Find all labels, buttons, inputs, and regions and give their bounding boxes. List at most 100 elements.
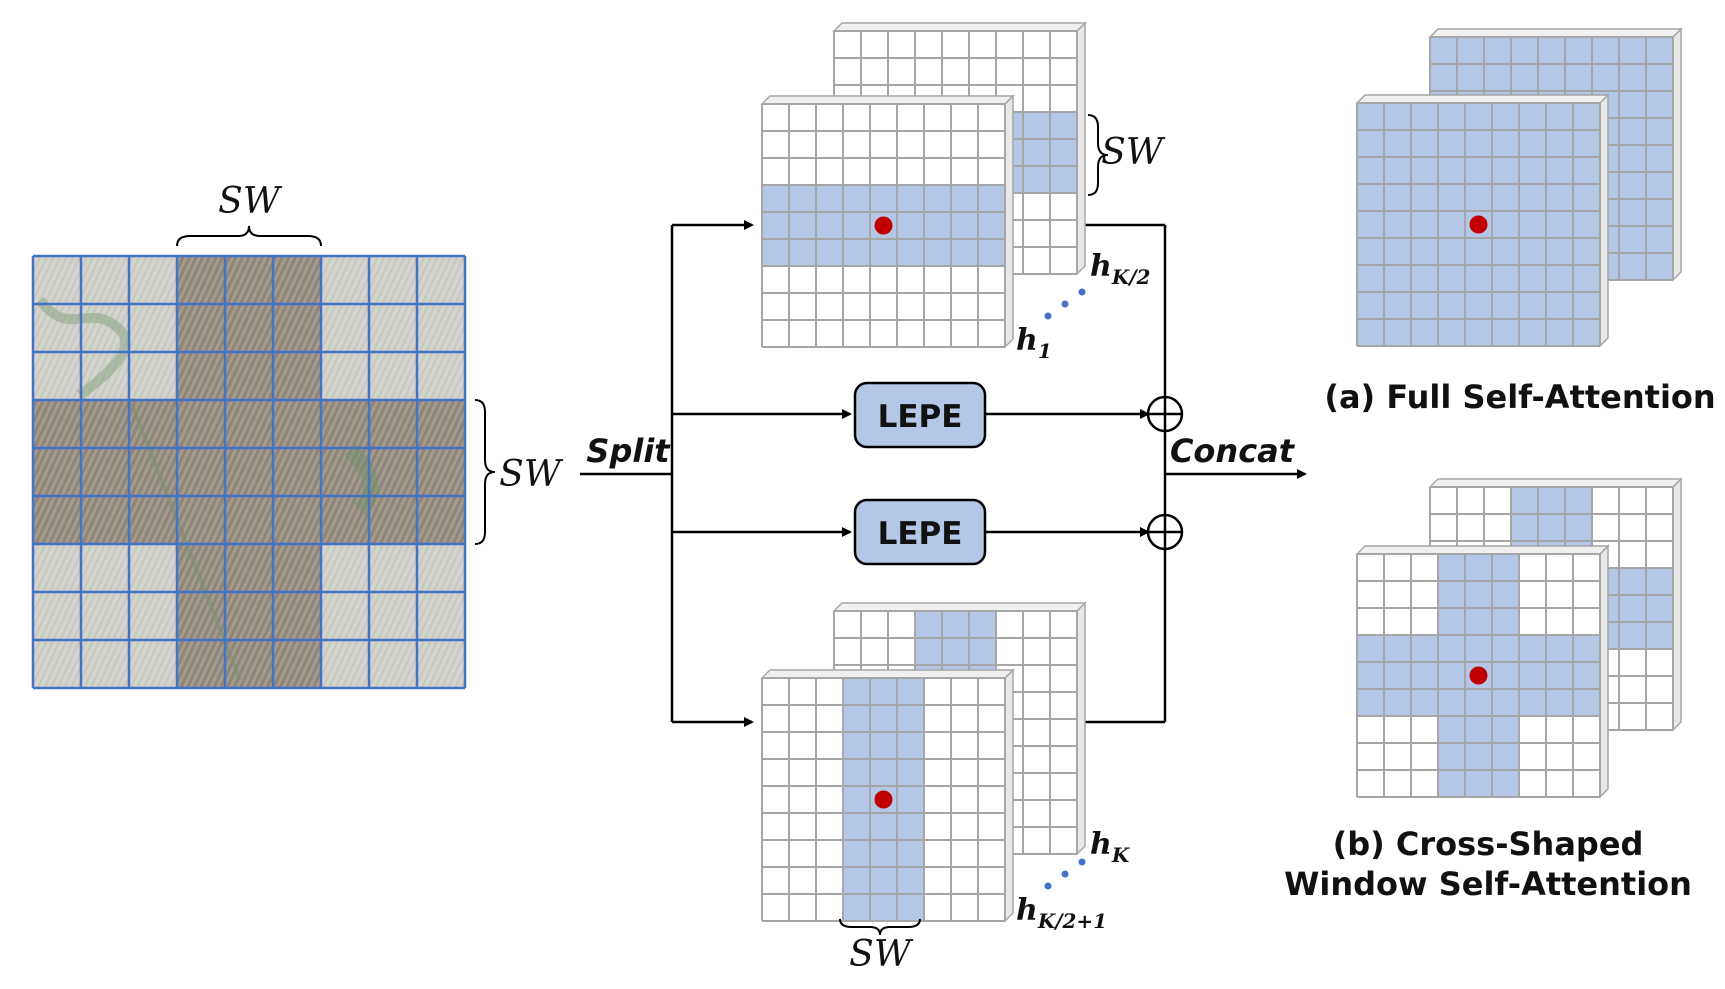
highlight-cell [870,732,897,759]
grid-head-1-front [760,94,1015,349]
highlight-cell [1646,118,1673,145]
highlight-cell [1465,743,1492,770]
highlight-cell [816,185,843,212]
highlight-cell [1646,37,1673,64]
highlight-cell [897,212,924,239]
add-operator-top [1146,395,1184,433]
highlight-cell [1465,238,1492,265]
highlight-cell [1519,211,1546,238]
highlight-cell [1465,184,1492,211]
highlight-cell [762,185,789,212]
highlight-cell [843,786,870,813]
highlight-cell [897,840,924,867]
head-ellipsis-top [1044,288,1086,320]
highlight-cell [1050,139,1077,166]
highlight-cell [870,185,897,212]
highlight-cell [1465,716,1492,743]
bottom-stack-sw-label: SW [849,934,914,975]
highlight-cell [1492,689,1519,716]
highlight-cell [1546,292,1573,319]
highlight-cell [762,212,789,239]
highlight-cell [897,185,924,212]
highlight-cell [1411,292,1438,319]
highlight-cell [1646,64,1673,91]
highlight-cell [1492,238,1519,265]
highlight-cell [1619,568,1646,595]
highlight-cell [843,212,870,239]
highlight-cell [1573,130,1600,157]
highlight-cell [1511,64,1538,91]
highlight-cell [1465,635,1492,662]
highlight-cell [843,732,870,759]
highlight-cell [1484,64,1511,91]
highlight-cell [1438,319,1465,346]
input-sw-top-brace [176,225,322,247]
highlight-cell [1492,157,1519,184]
highlight-cell [1438,265,1465,292]
top-stack-sw-label: SW [1101,132,1166,173]
grid-full-attention-front [1355,93,1610,348]
highlight-cell [1492,581,1519,608]
highlight-cell [1492,184,1519,211]
highlight-cell [870,813,897,840]
highlight-cell [1384,689,1411,716]
highlight-cell [1573,211,1600,238]
highlight-cell [1411,103,1438,130]
highlight-cell [1465,319,1492,346]
svg-text:LEPE: LEPE [878,399,963,435]
highlight-cell [1357,130,1384,157]
highlight-cell [1519,292,1546,319]
highlight-cell [1592,37,1619,64]
highlight-cell [1519,238,1546,265]
highlight-cell [1050,166,1077,193]
highlight-cell [1357,635,1384,662]
highlight-cell [1411,211,1438,238]
highlight-cell [1357,238,1384,265]
highlight-cell [1619,118,1646,145]
split-label: Split [586,432,671,470]
highlight-cell [1411,319,1438,346]
highlight-cell [1546,635,1573,662]
caption-cswin-line2: Window Self-Attention [1284,865,1692,903]
highlight-cell [1573,292,1600,319]
highlight-cell [1465,608,1492,635]
highlight-cell [762,239,789,266]
head-ellipsis-bottom [1044,858,1086,890]
highlight-cell [1519,130,1546,157]
grid-head-k21-front [760,668,1015,923]
highlight-cell [1411,130,1438,157]
highlight-cell [1438,184,1465,211]
highlight-cell [1565,514,1592,541]
highlight-cell [1546,662,1573,689]
input-sw-top-label: SW [218,181,283,222]
highlight-cell [1465,581,1492,608]
highlight-cell [1546,130,1573,157]
highlight-cell [1438,635,1465,662]
highlight-cell [1619,145,1646,172]
highlight-cell [1357,103,1384,130]
highlight-cell [843,867,870,894]
highlight-cell [897,894,924,921]
highlight-cell [1565,64,1592,91]
highlight-cell [951,239,978,266]
highlight-cell [924,239,951,266]
highlight-cell [843,678,870,705]
input-image [33,256,465,688]
highlight-cell [1492,265,1519,292]
highlight-cell [1438,103,1465,130]
highlight-cell [1546,238,1573,265]
add-operator-bottom [1146,513,1184,551]
highlight-cell [1546,265,1573,292]
highlight-cell [1619,253,1646,280]
lepe-box-top: LEPE [853,381,987,449]
concat-label: Concat [1170,432,1296,470]
highlight-cell [1538,37,1565,64]
highlight-cell [1438,211,1465,238]
highlight-cell [1619,199,1646,226]
highlight-cell [870,867,897,894]
grid-cswin-front [1355,544,1610,799]
highlight-cell [969,638,996,665]
head-label-hk21: hK/2+1 [1016,893,1107,933]
input-sw-right-brace [474,399,496,545]
